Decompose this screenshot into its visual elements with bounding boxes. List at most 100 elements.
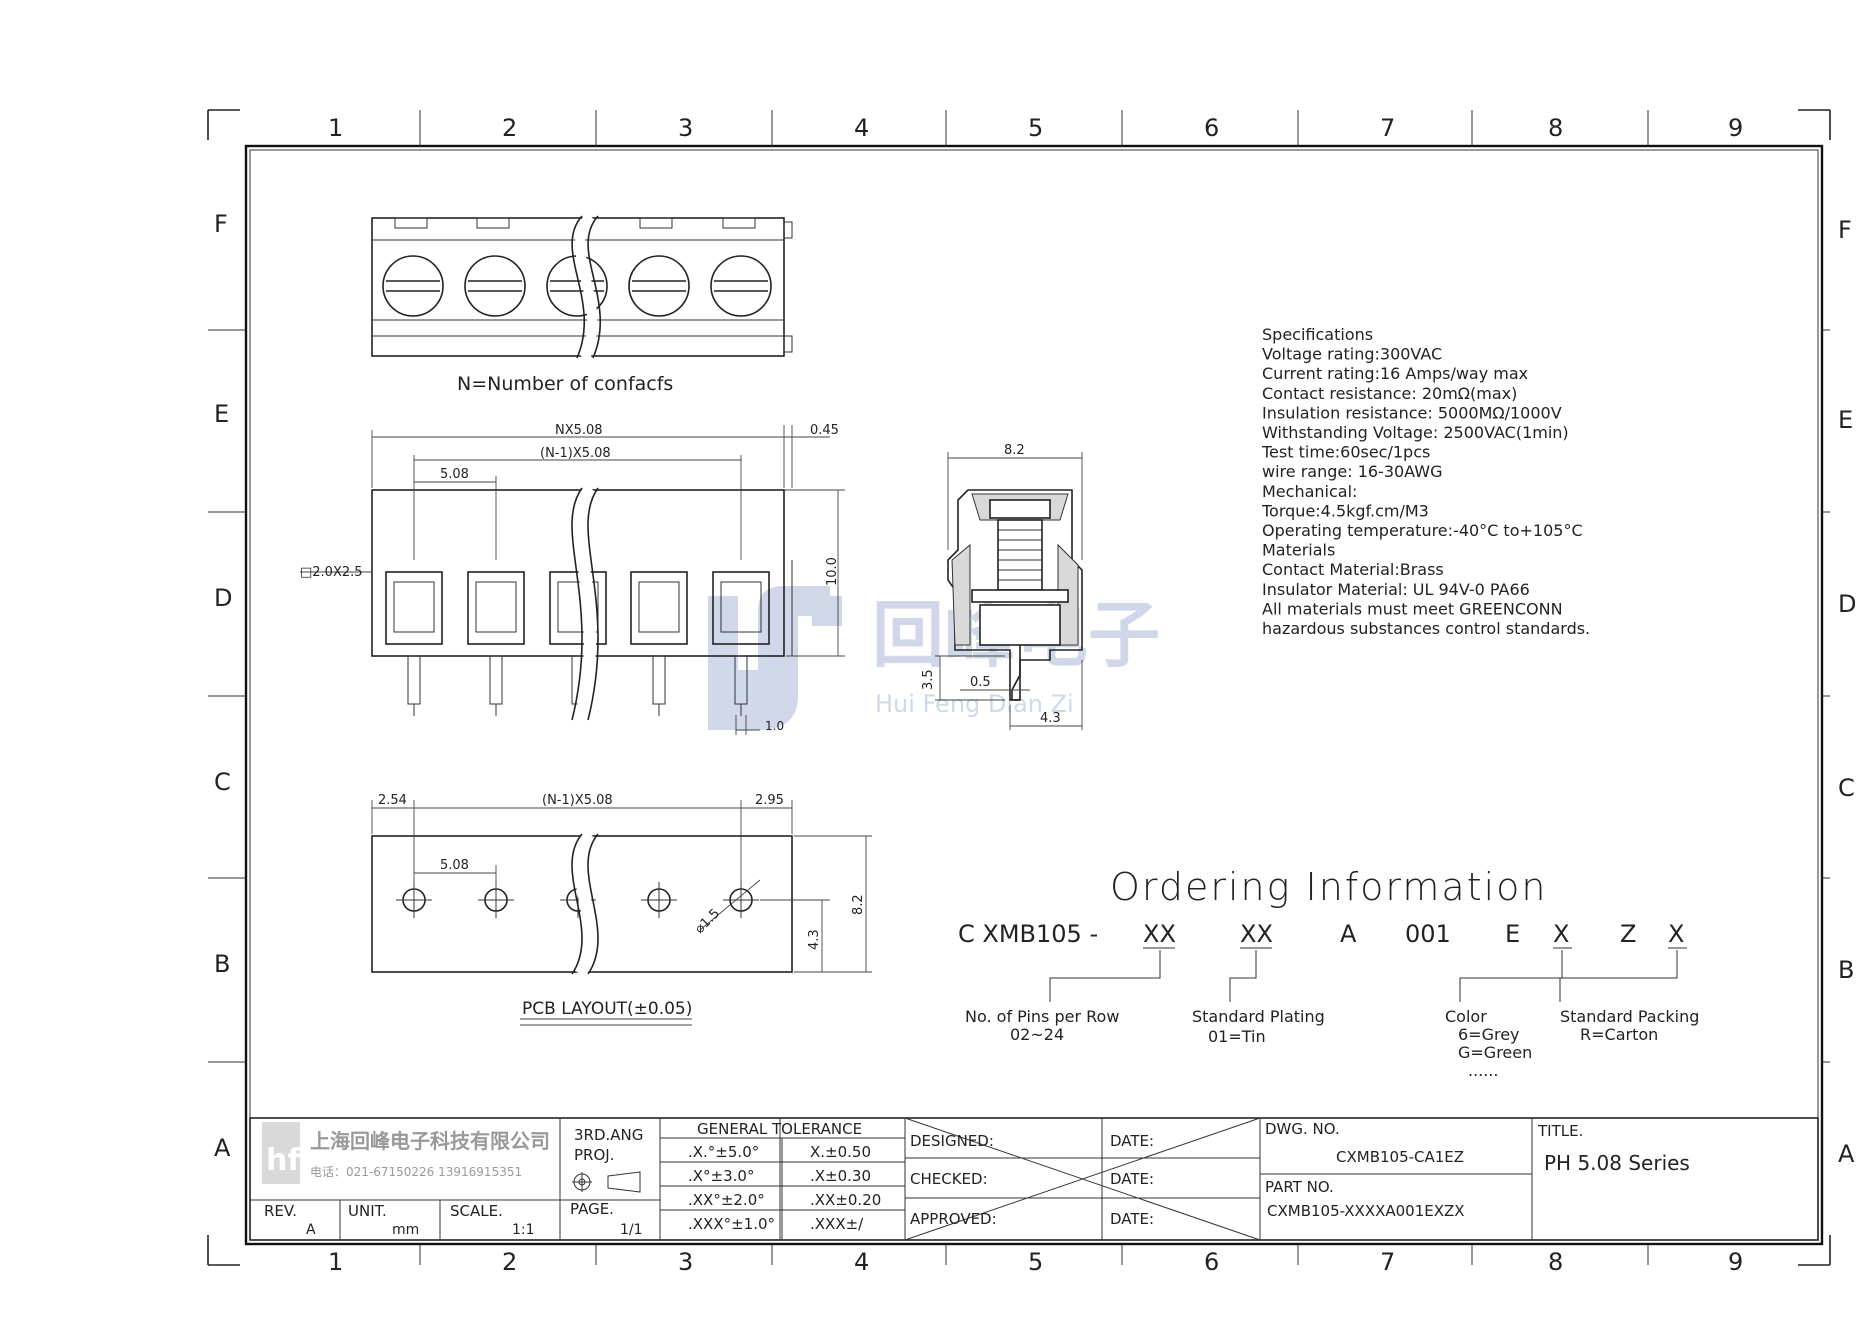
note-packing-label: Standard Packing [1560,1007,1699,1026]
column-label: 7 [1380,114,1395,142]
row-label: F [214,210,228,238]
terminal-window [630,571,688,645]
note-color-label: Color [1445,1007,1487,1026]
terminal-window [467,571,525,645]
pcb-dim-right: 2.95 [755,793,784,808]
approved-label: APPROVED: [910,1210,997,1228]
column-label: 1 [328,114,343,142]
spec-line: Current rating:16 Amps/way max [1262,364,1528,383]
company-cn: 上海回峰电子科技有限公司 [310,1129,550,1153]
proj-line1: 3RD.ANG [574,1126,643,1144]
side-view: 8.2 3.5 0.5 4.3 [921,443,1083,730]
checked-label: CHECKED: [910,1170,988,1188]
column-label: 3 [678,1248,693,1276]
top-view: N=Number of confacfs [371,212,793,395]
pcb-dim-height: 8.2 [851,894,866,915]
pcb-layout: 2.54 (N-1)X5.08 2.95 5.08 ⌀1.5 4.3 8.2 P… [371,793,872,1026]
code-z: Z [1620,920,1636,948]
dim-overall: NX5.08 [555,423,603,438]
row-label: B [214,950,230,978]
front-view: NX5.08 (N-1)X5.08 5.08 0.45 10.0 □2.0X2.… [300,423,845,735]
column-label: 9 [1728,114,1743,142]
note-color-v1: 6=Grey [1458,1025,1520,1044]
dim-window: □2.0X2.5 [300,565,363,580]
pcb-dim-pitch: 5.08 [440,858,469,873]
dwg-label: DWG. NO. [1265,1120,1340,1138]
column-label: 6 [1204,114,1219,142]
side-dim-pin-length: 3.5 [921,669,936,690]
part-label: PART NO. [1265,1178,1334,1196]
svg-text:hf: hf [266,1143,301,1178]
column-label: 8 [1548,114,1563,142]
column-label: 7 [1380,1248,1395,1276]
note-pins-label: No. of Pins per Row [965,1007,1119,1026]
spec-line: Contact Material:Brass [1262,560,1444,579]
row-label: D [214,584,232,612]
note-plating-label: Standard Plating [1192,1007,1325,1026]
note-color-v2: G=Green [1458,1043,1532,1062]
scale-label: SCALE. [450,1202,503,1220]
code-e: E [1505,920,1520,948]
tol-angle: .X°±3.0° [688,1167,754,1185]
note-color-v3: ...... [1468,1061,1499,1080]
code-pins: XX [1143,920,1176,948]
spec-line: Insulator Material: UL 94V-0 PA66 [1262,580,1530,599]
spec-line: All materials must meet GREENCONN [1262,599,1563,618]
note-packing-value: R=Carton [1580,1025,1658,1044]
spec-line: Contact resistance: 20mΩ(max) [1262,384,1517,403]
column-label: 3 [678,114,693,142]
terminal-window [549,571,607,645]
row-label: B [1838,956,1854,984]
pcb-dim-span: (N-1)X5.08 [542,793,613,808]
dim-height: 10.0 [825,557,840,586]
code-a: A [1340,920,1357,948]
column-label: 4 [854,114,869,142]
date-label-3: DATE: [1110,1210,1154,1228]
spec-line: Voltage rating:300VAC [1262,345,1442,364]
company-tel: 电话：021-67150226 13916915351 [310,1165,522,1179]
dim-pitch: 5.08 [440,467,469,482]
tol-linear: .X±0.30 [810,1167,871,1185]
spec-line: Specifications [1262,325,1373,344]
projection-symbol [572,1171,641,1193]
title-label: TITLE. [1537,1122,1583,1140]
row-label: E [214,400,229,428]
side-dim-pin-thickness: 0.5 [970,675,991,690]
row-label: C [214,768,231,796]
tol-linear: .XXX±/ [810,1215,864,1233]
tol-angle: .X.°±5.0° [688,1143,759,1161]
column-label: 2 [502,114,517,142]
spec-line: Operating temperature:-40°C to+105°C [1262,521,1583,540]
drawing-frame [207,109,1831,1266]
scale-value: 1:1 [512,1222,535,1238]
pcb-caption: PCB LAYOUT(±0.05) [522,999,692,1019]
column-label: 2 [502,1248,517,1276]
spec-line: Test time:60sec/1pcs [1261,443,1430,462]
pcb-dim-hole: ⌀1.5 [692,906,723,937]
terminal-pin [489,655,503,705]
terminal-window [385,571,443,645]
code-prefix: C XMB105 - [958,920,1098,948]
spec-line: Insulation resistance: 5000MΩ/1000V [1262,403,1562,422]
dim-pin: 1.0 [765,719,784,733]
spec-line: hazardous substances control standards. [1262,619,1590,638]
unit-label: UNIT. [348,1202,387,1220]
watermark: 回峰电子 Hui Feng Dian Zi [708,586,1160,730]
column-label: 1 [328,1248,343,1276]
side-dim-foot: 4.3 [1040,711,1061,726]
tol-linear: X.±0.50 [810,1143,871,1161]
dwg-value: CXMB105-CA1EZ [1336,1148,1464,1166]
code-num: 001 [1405,920,1451,948]
terminal-pin [407,655,421,705]
code-color: X [1553,920,1569,948]
dim-offset: 0.45 [810,423,839,438]
row-label: C [1838,774,1855,802]
column-label: 8 [1548,1248,1563,1276]
proj-line2: PROJ. [574,1146,614,1164]
